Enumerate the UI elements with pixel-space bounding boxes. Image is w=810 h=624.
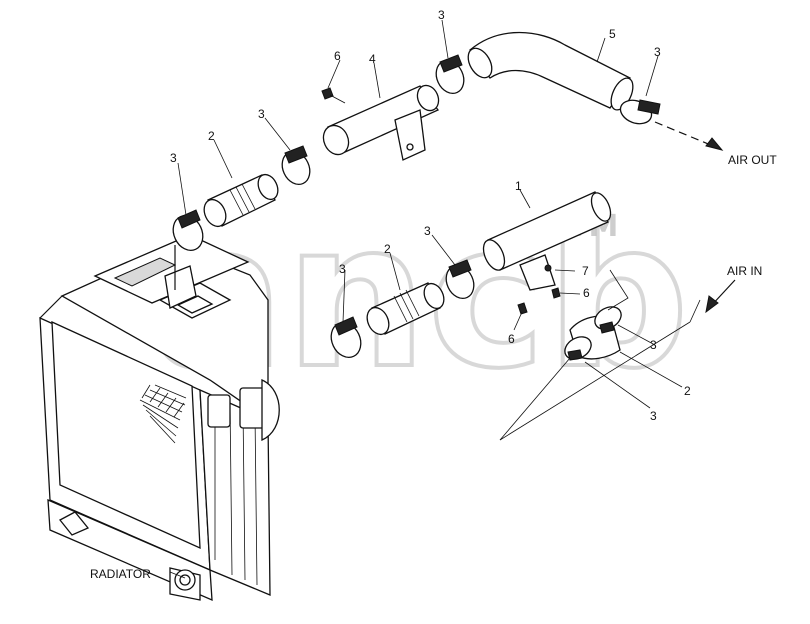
clamp-upper-top [435, 54, 465, 95]
clamp-lower-left [330, 316, 362, 359]
clamp-lower-mid [445, 259, 475, 300]
callout-3: 3 [424, 224, 431, 238]
air-out-label: AIR OUT [728, 153, 777, 167]
intercooler-tube-1 [482, 191, 612, 315]
hose-clamps-3 [172, 54, 661, 359]
callout-7: 7 [582, 264, 589, 278]
callout-2: 2 [684, 384, 691, 398]
callout-4: 4 [369, 52, 376, 66]
radiator-core-mesh [139, 384, 187, 444]
callout-6: 6 [583, 286, 590, 300]
callout-numbers: 3 6 4 3 5 3 3 2 3 1 3 2 3 7 6 6 2 3 [170, 8, 691, 423]
callout-2: 2 [384, 242, 391, 256]
lower-right-hose-assembly [564, 306, 622, 361]
clamp-upper-left [172, 209, 204, 252]
callout-6: 6 [508, 332, 515, 346]
callout-3: 3 [170, 151, 177, 165]
clamp-upper-mid [281, 145, 311, 186]
callout-1: 1 [515, 179, 522, 193]
callout-3: 3 [650, 409, 657, 423]
intercooler-tube-4 [321, 84, 440, 161]
intercooler-elbow-5 [467, 31, 634, 111]
callout-3: 3 [438, 8, 445, 22]
callout-6: 6 [334, 49, 341, 63]
callout-3: 3 [339, 262, 346, 276]
callout-5: 5 [609, 27, 616, 41]
hose-coupler-2-lower [366, 282, 445, 336]
callout-3: 3 [650, 338, 657, 352]
clamp-upper-right [619, 99, 661, 125]
callout-3: 3 [654, 45, 661, 59]
radiator-label: RADIATOR [90, 567, 151, 581]
callout-3: 3 [258, 107, 265, 121]
leader-lines [169, 19, 736, 579]
callout-2: 2 [208, 129, 215, 143]
air-in-label: AIR IN [727, 264, 762, 278]
radiator-assembly [39, 234, 280, 602]
hose-coupler-2-upper [203, 173, 279, 228]
